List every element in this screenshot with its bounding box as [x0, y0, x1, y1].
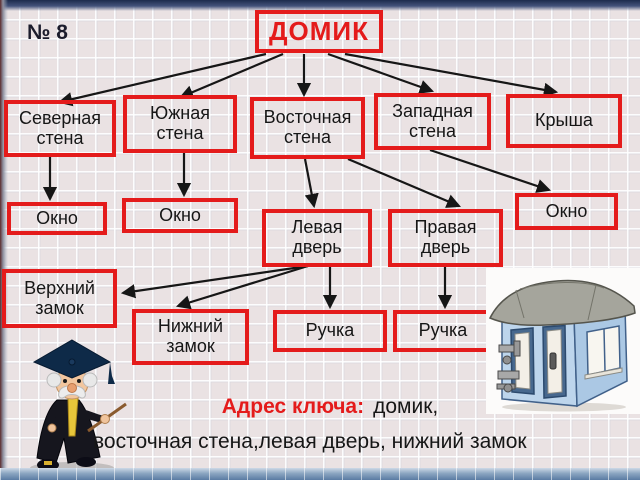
- tree-node-window-west: Окно: [515, 193, 618, 230]
- house-ground-shadow: [502, 402, 626, 412]
- professor-left-hand: [47, 423, 57, 433]
- edge-east-wall-right-door: [347, 157, 461, 208]
- tree-node-upper-lock: Верхний замок: [2, 269, 117, 328]
- professor-right-arm: [76, 408, 104, 423]
- professor-cap-tassel: [108, 362, 115, 384]
- house-lower-lock: [496, 370, 520, 393]
- tree-node-handle-right: Ручка: [393, 310, 493, 352]
- house-upper-lock: [498, 340, 521, 365]
- tree-node-east-wall: Восточная стена: [250, 97, 365, 159]
- professor-right-hand: [100, 414, 110, 424]
- edge-west-wall-window: [429, 148, 552, 193]
- house-illustration-panel: [486, 268, 640, 414]
- edge-root-roof: [344, 52, 559, 97]
- tree-node-left-door: Левая дверь: [262, 209, 372, 267]
- key-address-label: Адрес ключа:: [221, 395, 365, 418]
- professor-left-arm: [46, 408, 61, 428]
- tree-node-window-north: Окно: [7, 202, 107, 235]
- tree-node-handle-left: Ручка: [273, 310, 387, 352]
- edge-left-door-lower-lock: [175, 264, 309, 310]
- tree-node-west-wall: Западная стена: [374, 93, 491, 150]
- tree-node-roof: Крыша: [506, 94, 622, 148]
- house-roof: [488, 279, 636, 326]
- professor-nose: [67, 383, 77, 393]
- professor-cap-button: [68, 358, 76, 366]
- edge-root-south-wall: [179, 52, 284, 99]
- tree-node-window-south: Окно: [122, 198, 238, 233]
- professor-hair-left: [46, 372, 62, 388]
- professor-right-shoe: [76, 457, 96, 467]
- house-door-handle: [549, 352, 557, 370]
- key-address-line2: восточная стена,левая дверь, нижний замо…: [93, 430, 527, 453]
- tree-node-north-wall: Северная стена: [4, 100, 116, 157]
- tree-node-lower-lock: Нижний замок: [132, 309, 249, 365]
- professor-shoe-buckle: [44, 461, 52, 465]
- house-side-window: [584, 325, 623, 380]
- key-address-line1: Адрес ключа: домик,: [140, 395, 520, 419]
- professor-hair-right: [82, 372, 98, 388]
- professor-illustration: [30, 339, 127, 474]
- house-right-door: [542, 324, 567, 399]
- tree-node-root: ДОМИК: [255, 10, 383, 53]
- slide-number: № 8: [27, 21, 68, 44]
- edge-left-door-upper-lock: [120, 264, 309, 299]
- tree-node-right-door: Правая дверь: [388, 209, 503, 267]
- house-illustration: [488, 279, 636, 412]
- bottom-edge-bar: [0, 468, 640, 480]
- key-address-value1: домик,: [373, 395, 439, 418]
- tree-node-south-wall: Южная стена: [123, 95, 237, 153]
- edge-east-wall-left-door: [303, 158, 319, 209]
- professor-right-eye: [77, 379, 81, 383]
- edge-root-west-wall: [327, 52, 435, 94]
- professor-left-eye: [63, 379, 67, 383]
- top-edge-bar: [0, 0, 640, 11]
- left-edge-strip: [0, 0, 8, 480]
